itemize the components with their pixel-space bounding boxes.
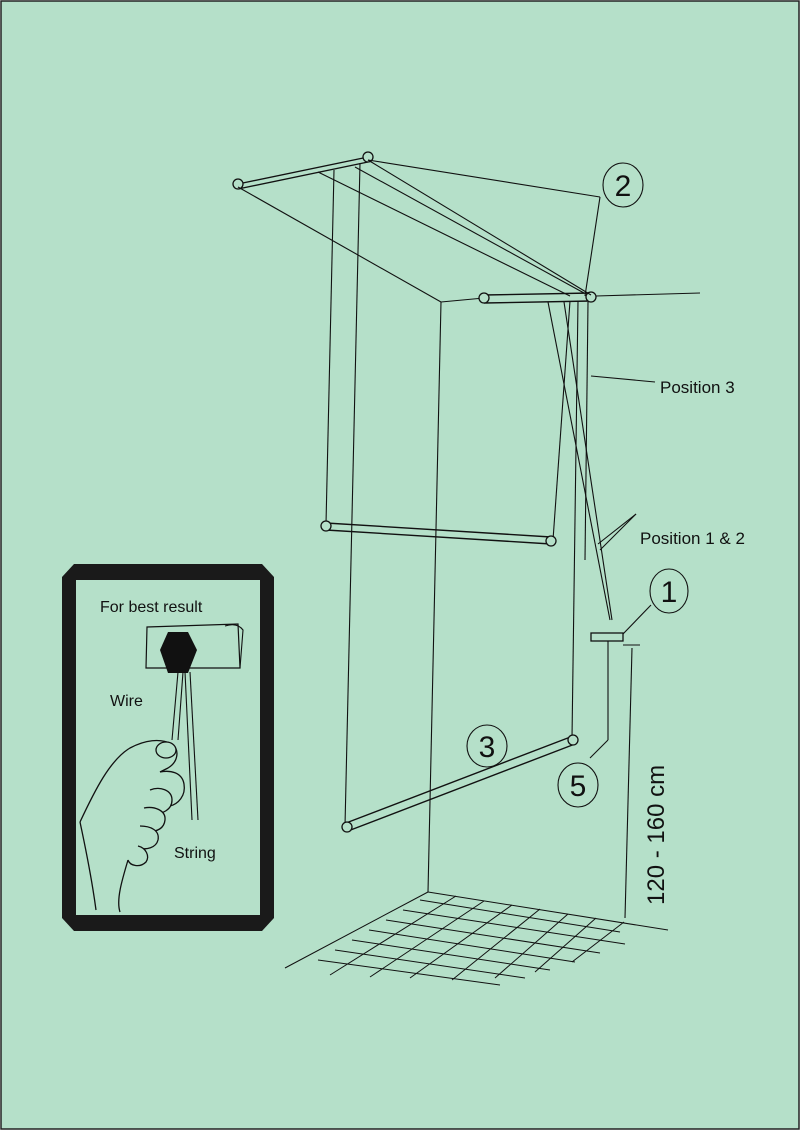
callout-5: 5 [557, 762, 599, 808]
callout-3: 3 [466, 724, 508, 768]
inset-title: For best result [100, 599, 203, 616]
height-range-label: 120 - 160 cm [643, 765, 670, 905]
position-3-label: Position 3 [660, 378, 735, 397]
drying-rack [232, 151, 701, 919]
position3-leader [590, 375, 656, 383]
callout-1: 1 [622, 568, 689, 635]
hand-icon [79, 739, 185, 913]
callout-2: 2 [602, 162, 644, 208]
string-label: String [174, 845, 216, 862]
string-line-2 [189, 671, 199, 821]
wire-line [171, 671, 179, 741]
floor-grid [284, 891, 669, 986]
string-line [184, 671, 193, 821]
wire-label: Wire [110, 693, 143, 710]
callout-5-number: 5 [570, 770, 587, 803]
position12-leader-b [599, 513, 637, 551]
callout-2-number: 2 [615, 170, 632, 203]
position12-leader-a [597, 513, 637, 545]
callout-3-number: 3 [479, 731, 496, 764]
position-1-2-label: Position 1 & 2 [640, 529, 745, 548]
wall-plate-icon [145, 623, 244, 673]
wire-line-2 [177, 671, 184, 741]
best-result-inset: For best result Wire String [62, 564, 274, 931]
callout-1-number: 1 [661, 576, 678, 609]
